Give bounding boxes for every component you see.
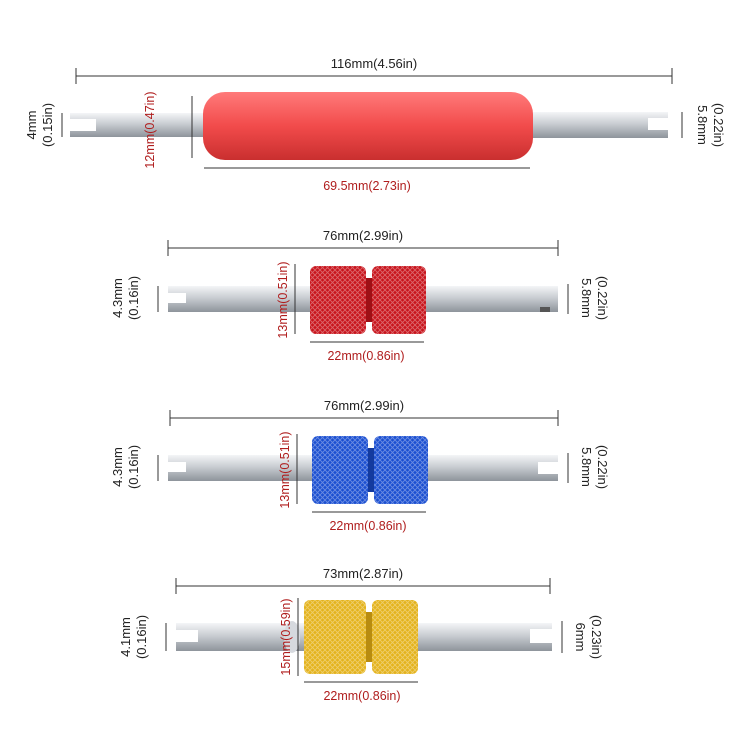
left-tip-slot [168, 462, 186, 472]
left-tip-in-label: (0.16in) [126, 276, 141, 320]
right-tip-mm-label: 5.8mm [579, 447, 594, 487]
tool-4-gold-knurled: 73mm(2.87in) 15mm(0.59in) 22mm(0.86in) 4… [118, 566, 604, 703]
left-tip-mm-label: 4.1mm [118, 617, 133, 657]
handle-length-label: 22mm(0.86in) [327, 349, 404, 363]
right-tip-slot [648, 118, 670, 130]
right-tip-in-label: (0.23in) [589, 615, 604, 659]
right-tip-in-label: (0.22in) [711, 103, 726, 147]
right-tip-slot [530, 629, 552, 643]
left-tip-slot [176, 630, 198, 642]
handle-length-label: 22mm(0.86in) [323, 689, 400, 703]
left-tip-in-label: (0.15in) [40, 103, 55, 147]
handle-diameter-label: 13mm(0.51in) [278, 431, 292, 508]
handle-diameter-label: 13mm(0.51in) [276, 261, 290, 338]
left-tip-in-label: (0.16in) [134, 615, 149, 659]
right-tip-mm-label: 5.8mm [695, 105, 710, 145]
left-tip-in-label: (0.16in) [126, 445, 141, 489]
length-label: 76mm(2.99in) [324, 398, 404, 413]
tool-3-blue-knurled: 76mm(2.99in) 13mm(0.51in) 22mm(0.86in) 4… [110, 398, 610, 533]
right-tip-mm-label: 5.8mm [579, 278, 594, 318]
right-tip-notch [540, 307, 550, 312]
left-tip-slot [70, 119, 96, 131]
left-tip-mm-label: 4.3mm [110, 278, 125, 318]
tool-1-red-long: 116mm(4.56in) 12mm(0.47in) 69.5mm(2.73in… [24, 56, 726, 193]
handle-length-label: 22mm(0.86in) [329, 519, 406, 533]
left-tip-mm-label: 4mm [24, 111, 39, 140]
handle-diameter-label: 12mm(0.47in) [143, 91, 157, 168]
left-tip-slot [168, 293, 186, 303]
right-tip-mm-label: 6mm [573, 623, 588, 652]
red-handle [203, 92, 533, 160]
right-tip-slot [538, 462, 558, 474]
length-label: 116mm(4.56in) [331, 56, 417, 71]
handle-diameter-label: 15mm(0.59in) [279, 598, 293, 675]
length-label: 73mm(2.87in) [323, 566, 403, 581]
right-tip-in-label: (0.22in) [595, 276, 610, 320]
right-tip-in-label: (0.22in) [595, 445, 610, 489]
length-label: 76mm(2.99in) [323, 228, 403, 243]
right-shaft [528, 112, 668, 138]
shaft-collar [284, 621, 300, 653]
left-tip-mm-label: 4.3mm [110, 447, 125, 487]
handle-length-label: 69.5mm(2.73in) [323, 179, 411, 193]
tool-2-red-knurled: 76mm(2.99in) 13mm(0.51in) 22mm(0.86in) 4… [110, 228, 610, 363]
